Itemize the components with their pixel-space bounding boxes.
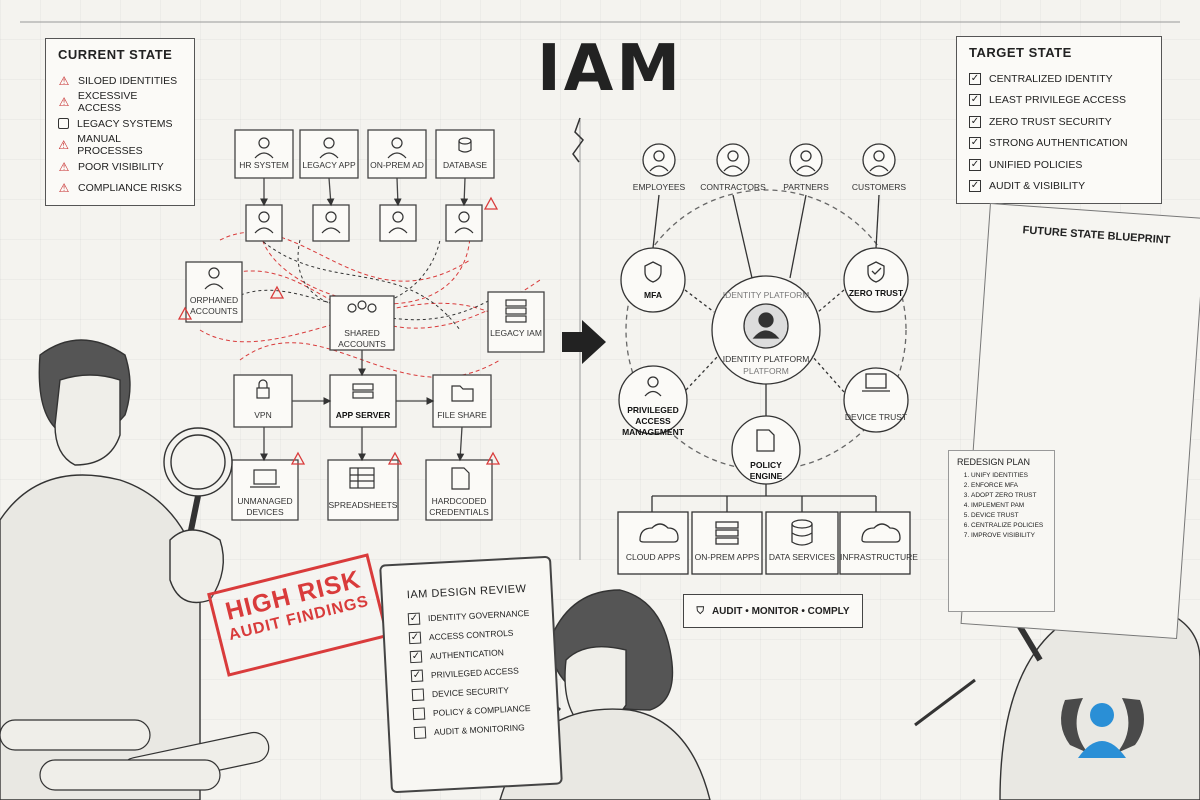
checkbox-checked-icon: ✓ [410, 669, 424, 682]
target-state-item: ✓ZERO TRUST SECURITY [969, 115, 1112, 128]
on-prem-ad-label: ON-PREM AD [370, 160, 424, 170]
pam-label: PRIVILEGED ACCESS MANAGEMENT [622, 405, 684, 437]
shared-accounts-label: SHARED ACCOUNTS [338, 328, 386, 349]
customers-label: CUSTOMERS [851, 182, 907, 192]
target-state-heading: TARGET STATE [969, 45, 1072, 60]
current-state-item: LEGACY SYSTEMS [58, 113, 182, 135]
checkbox-checked-icon: ✓ [407, 612, 421, 625]
warning-icon: ⚠ [58, 181, 70, 196]
orphaned-accounts-label: ORPHANED ACCOUNTS [189, 295, 239, 316]
plan-item: DEVICE TRUST [971, 511, 1054, 521]
plan-item: IMPLEMENT PAM [971, 501, 1054, 511]
transform-arrow [562, 320, 606, 364]
on-prem-apps-label: ON-PREM APPS [694, 552, 760, 562]
checkbox-empty-icon [412, 706, 426, 720]
infrastructure-label: INFRASTRUCTURE [840, 552, 918, 562]
current-state-item: ⚠SILOED IDENTITIES [58, 73, 178, 88]
current-state-panel: CURRENT STATE ⚠SILOED IDENTITIES ⚠EXCESS… [45, 38, 195, 206]
vpn-label: VPN [254, 410, 272, 420]
legacy-iam-label: LEGACY IAM [490, 328, 542, 338]
warning-icon: ⚠ [58, 95, 70, 110]
current-state-item: ⚠EXCESSIVE ACCESS [58, 90, 138, 115]
checkbox-checked-icon: ✓ [408, 631, 422, 644]
legacy-app-label: LEGACY APP [302, 160, 356, 170]
plan-item: CENTRALIZE POLICIES [971, 521, 1054, 531]
current-state-heading: CURRENT STATE [58, 47, 173, 62]
target-state-diagram [617, 143, 911, 575]
brand-logo [1061, 698, 1144, 758]
spreadsheets-label: SPREADSHEETS [328, 500, 398, 510]
checkbox-empty-icon [413, 725, 427, 739]
checkbox-empty-icon [411, 687, 425, 701]
current-state-item: ⚠COMPLIANCE RISKS [58, 181, 182, 196]
platform-label: PLATFORM [743, 366, 789, 376]
file-share-label: FILE SHARE [437, 410, 487, 420]
page-title: IAM [536, 32, 684, 106]
policy-engine-label: POLICY ENGINE [749, 460, 783, 481]
checkbox-checked-icon: ✓ [969, 180, 981, 193]
partners-label: PARTNERS [783, 182, 829, 192]
target-state-item: ✓LEAST PRIVILEGE ACCESS [969, 94, 1126, 107]
blueprint-heading: FUTURE STATE BLUEPRINT [1022, 224, 1171, 247]
identity-platform-label: IDENTITY PLATFORM [722, 354, 810, 364]
plan-item: UNIFY IDENTITIES [971, 471, 1054, 481]
target-state-item: ✓AUDIT & VISIBILITY [969, 180, 1086, 193]
hardcoded-credentials-label: HARDCODED CREDENTIALS [429, 496, 489, 517]
target-state-panel: TARGET STATE ✓CENTRALIZED IDENTITY ✓LEAS… [956, 36, 1162, 204]
mfa-label: MFA [644, 290, 662, 300]
plan-item: ENFORCE MFA [971, 481, 1054, 491]
zero-trust-label: ZERO TRUST [848, 288, 904, 298]
data-services-label: DATA SERVICES [768, 552, 836, 562]
current-state-item: ⚠MANUAL PROCESSES [58, 133, 143, 158]
contractors-label: CONTRACTORS [700, 182, 766, 192]
identity-platform-top-label: IDENTITY PLATFORM [722, 290, 810, 300]
rolled-blueprints [0, 719, 270, 791]
target-state-item: ✓CENTRALIZED IDENTITY [969, 72, 1113, 85]
current-state-diagram [177, 129, 545, 521]
review-heading: IAM DESIGN REVIEW [406, 582, 527, 602]
checkbox-checked-icon: ✓ [969, 137, 981, 150]
design-review-clipboard: IAM DESIGN REVIEW ✓IDENTITY GOVERNANCE ✓… [379, 555, 563, 794]
legacy-icon [58, 118, 69, 130]
cloud-apps-label: CLOUD APPS [625, 552, 681, 562]
warning-icon: ⚠ [58, 73, 70, 88]
audit-monitor-comply-bar: ⛉ AUDIT • MONITOR • COMPLY [683, 594, 863, 628]
redesign-plan-sheet: REDESIGN PLAN UNIFY IDENTITIES ENFORCE M… [948, 450, 1055, 612]
device-trust-label: DEVICE TRUST [844, 412, 908, 422]
app-server-label: APP SERVER [335, 410, 391, 420]
checkbox-checked-icon: ✓ [969, 94, 981, 107]
warning-icon: ⚠ [58, 138, 70, 153]
shield-icon: ⛉ [696, 605, 704, 617]
target-state-item: ✓STRONG AUTHENTICATION [969, 137, 1128, 150]
auditor-figure-left [0, 339, 233, 800]
unmanaged-devices-label: UNMANAGED DEVICES [237, 496, 293, 517]
checkbox-checked-icon: ✓ [969, 72, 981, 85]
database-label: DATABASE [442, 160, 488, 170]
target-state-item: ✓UNIFIED POLICIES [969, 158, 1083, 171]
current-state-item: ⚠POOR VISIBILITY [58, 159, 164, 174]
checkbox-checked-icon: ✓ [409, 650, 423, 663]
checkbox-checked-icon: ✓ [969, 158, 981, 171]
checkbox-checked-icon: ✓ [969, 115, 981, 128]
employees-label: EMPLOYEES [632, 182, 686, 192]
plan-item: ADOPT ZERO TRUST [971, 491, 1054, 501]
redesign-plan-heading: REDESIGN PLAN [957, 457, 1031, 467]
hr-system-label: HR SYSTEM [239, 160, 289, 170]
plan-item: IMPROVE VISIBILITY [971, 531, 1054, 541]
warning-icon: ⚠ [58, 159, 70, 174]
